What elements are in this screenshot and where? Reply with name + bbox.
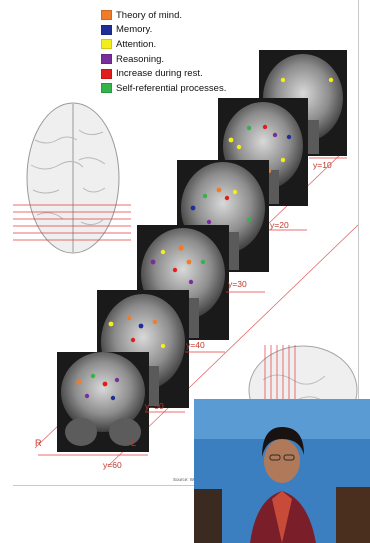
legend-item-theory-of-mind: Theory of mind.	[101, 8, 226, 23]
label-y60: y=60	[103, 460, 122, 470]
swatch-purple	[101, 54, 112, 64]
orientation-right-label: R	[35, 438, 42, 448]
swatch-blue	[101, 25, 112, 35]
legend-label: Theory of mind.	[116, 10, 182, 21]
swatch-red	[101, 69, 112, 79]
legend-item-reasoning: Reasoning.	[101, 52, 226, 67]
label-y50: y=50	[145, 401, 164, 411]
legend-item-attention: Attention.	[101, 37, 226, 52]
swatch-yellow	[101, 39, 112, 49]
legend-item-increase-during-rest: Increase during rest.	[101, 66, 226, 81]
legend-label: Memory.	[116, 24, 152, 35]
swatch-green	[101, 83, 112, 93]
legend-label: Self-referential processes.	[116, 83, 226, 94]
label-y40: y=40	[186, 340, 205, 350]
legend: Theory of mind. Memory. Attention. Reaso…	[101, 8, 226, 96]
label-y10: y=10	[313, 160, 332, 170]
legend-label: Increase during rest.	[116, 68, 203, 79]
orientation-left-label: L	[131, 438, 136, 448]
slice-y60	[57, 352, 149, 452]
presenter-video-feed[interactable]	[194, 399, 370, 543]
legend-item-memory: Memory.	[101, 23, 226, 38]
swatch-orange	[101, 10, 112, 20]
brain-3d-top-icon	[27, 103, 119, 253]
label-y20: y=20	[270, 220, 289, 230]
legend-label: Attention.	[116, 39, 156, 50]
label-y30: y=30	[228, 279, 247, 289]
legend-label: Reasoning.	[116, 54, 164, 65]
legend-item-self-referential: Self-referential processes.	[101, 81, 226, 96]
presenter-image	[194, 399, 370, 543]
